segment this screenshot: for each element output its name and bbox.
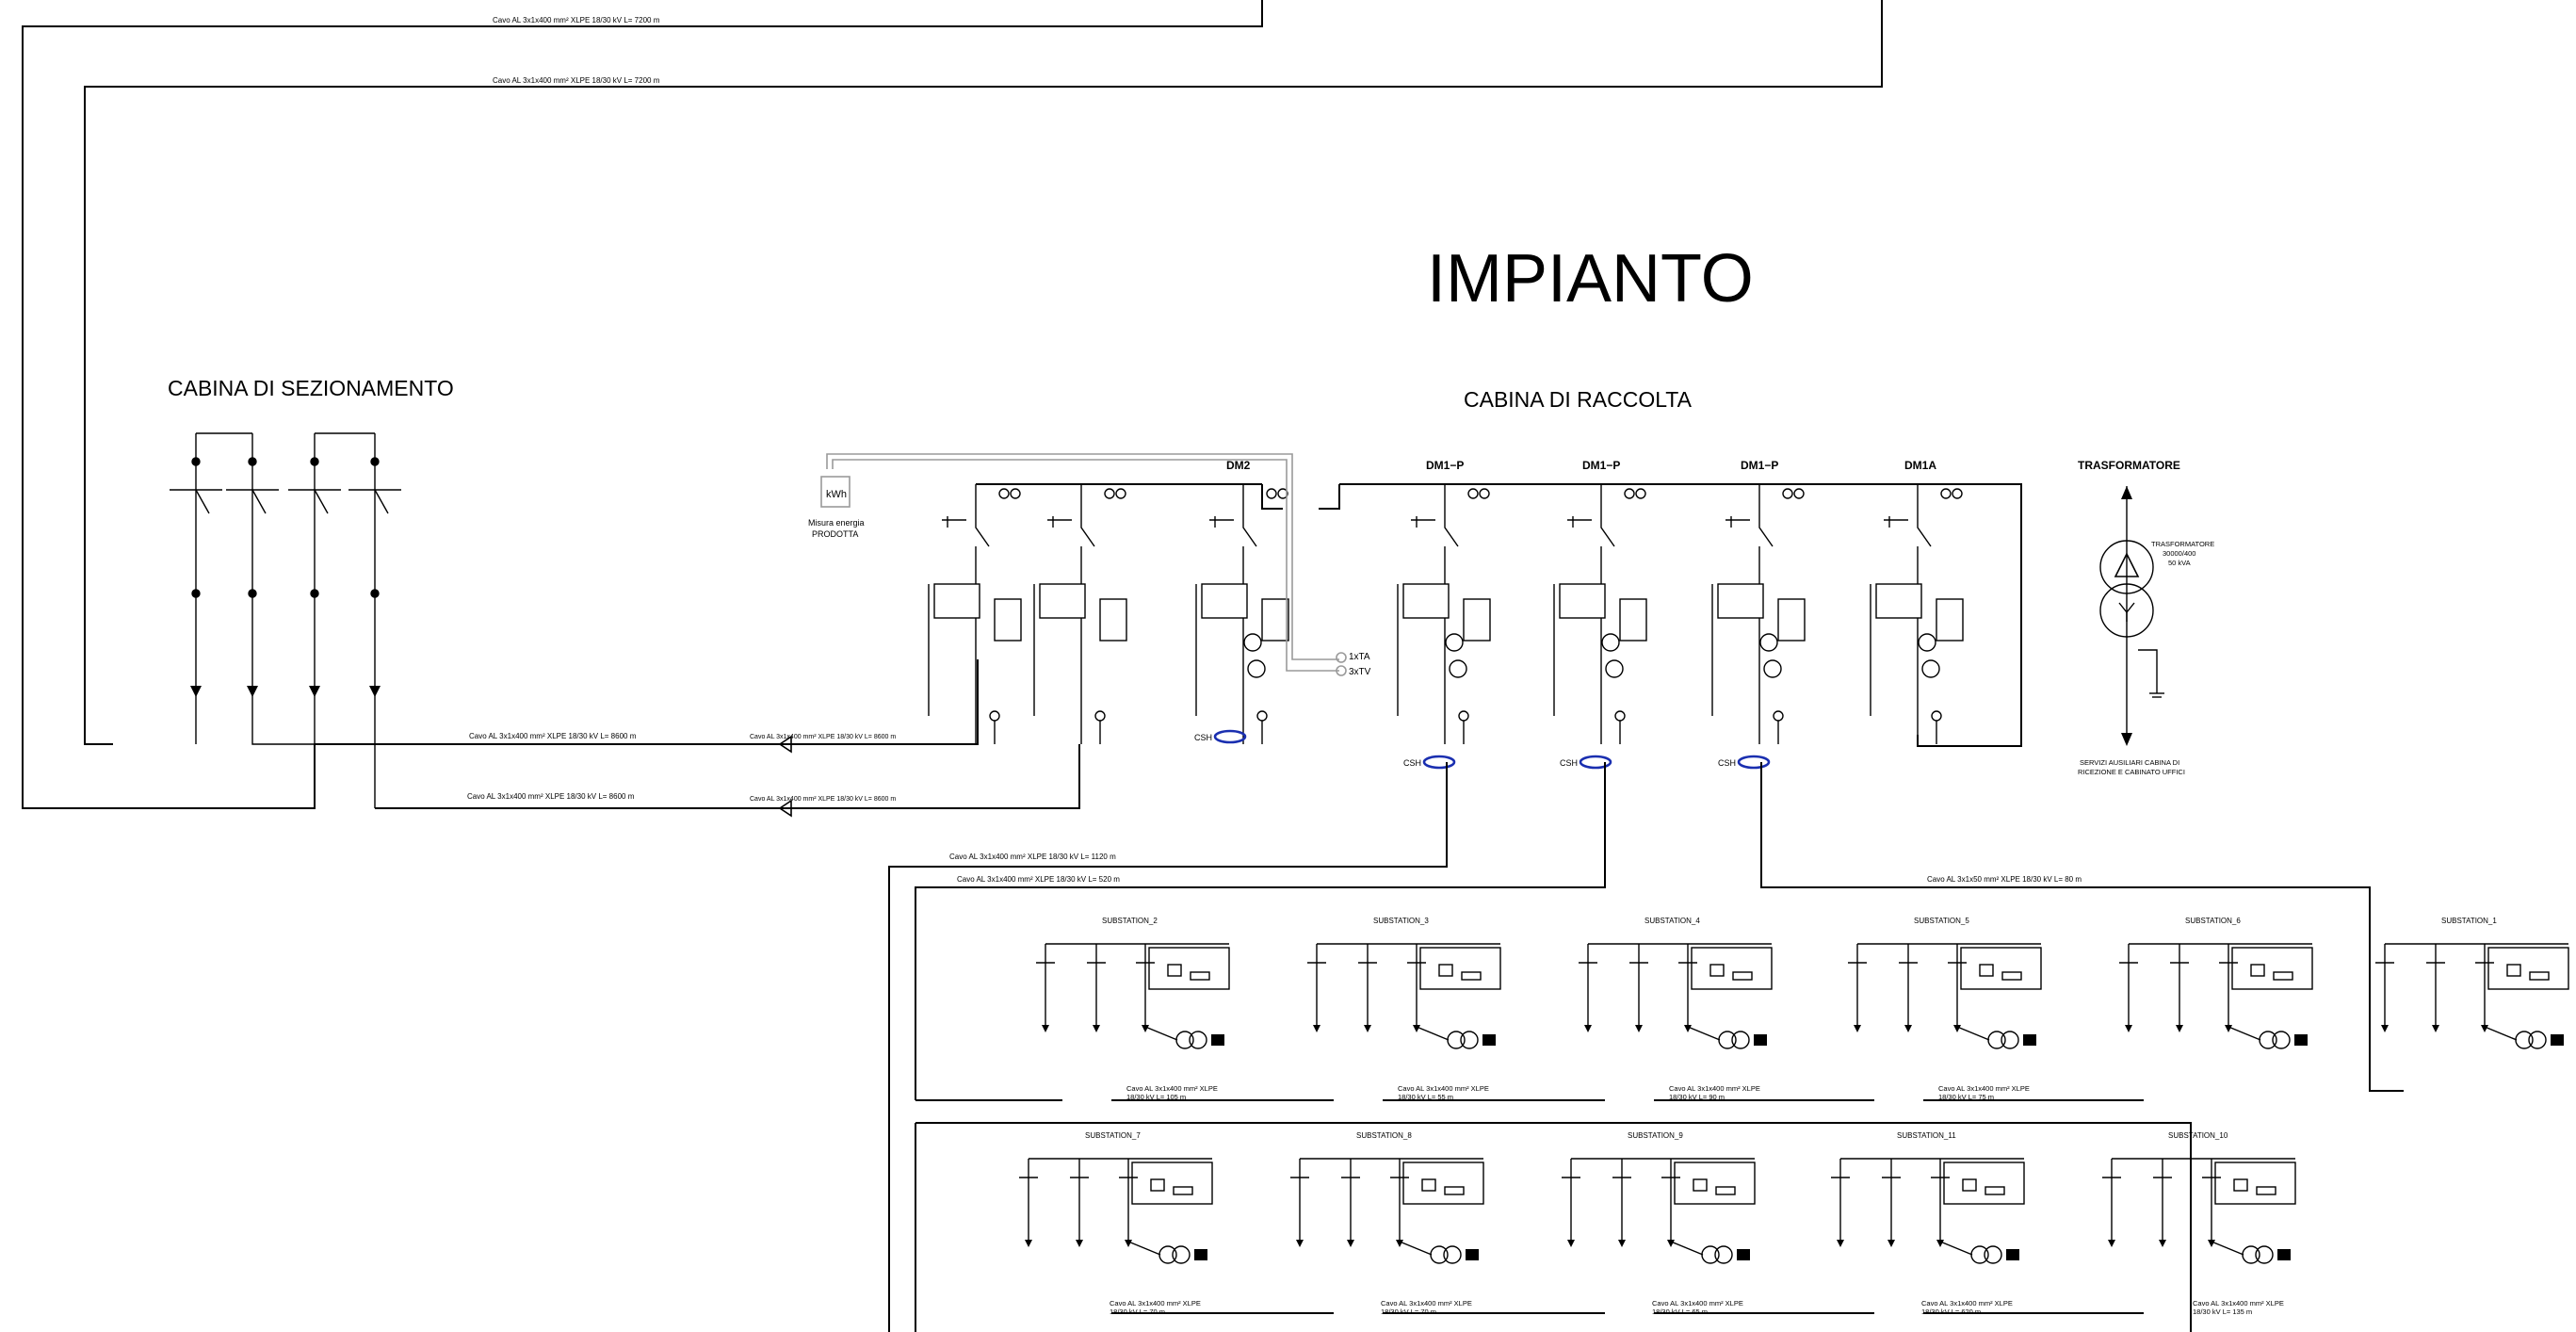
substation-name: SUBSTATION_8 bbox=[1356, 1131, 1412, 1140]
meter-symbol: kWh bbox=[826, 489, 847, 500]
substation-cable-label: 18/30 kV L= 55 m bbox=[1398, 1093, 1453, 1101]
raccolta-bay bbox=[1195, 484, 1289, 744]
meter-line2: PRODOTTA bbox=[812, 529, 858, 539]
substation-name: SUBSTATION_1 bbox=[2441, 917, 2497, 925]
cable-label-sez1: Cavo AL 3x1x400 mm² XLPE 18/30 kV L= 860… bbox=[469, 732, 637, 740]
cable-label-top2: Cavo AL 3x1x400 mm² XLPE 18/30 kV L= 720… bbox=[493, 76, 660, 85]
section-title-raccolta: CABINA DI RACCOLTA bbox=[1464, 387, 1693, 412]
substation-cable-label: Cavo AL 3x1x400 mm² XLPE bbox=[1398, 1084, 1489, 1093]
cable-label-r1: Cavo AL 3x1x400 mm² XLPE 18/30 kV L= 112… bbox=[949, 853, 1116, 861]
cable-label-r2: Cavo AL 3x1x400 mm² XLPE 18/30 kV L= 520… bbox=[957, 875, 1120, 884]
cable-label-top1: Cavo AL 3x1x400 mm² XLPE 18/30 kV L= 720… bbox=[493, 16, 660, 24]
cable-label-sez2b: Cavo AL 3x1x400 mm² XLPE 18/30 kV L= 860… bbox=[750, 796, 896, 803]
bay-label-dm1p-1: DM1−P bbox=[1426, 459, 1464, 472]
substation-cable-label: Cavo AL 3x1x400 mm² XLPE bbox=[1126, 1084, 1218, 1093]
substation-cable-label: 18/30 kV L= 65 m bbox=[1652, 1308, 1708, 1316]
raccolta-bay bbox=[1553, 484, 1647, 744]
substation-name: SUBSTATION_2 bbox=[1102, 917, 1158, 925]
substation-cable-label: Cavo AL 3x1x400 mm² XLPE bbox=[1110, 1299, 1201, 1308]
energy-meter: kWh Misura energia PRODOTTA 1xTA 3xTV bbox=[808, 453, 1371, 677]
substation-cable-label: Cavo AL 3x1x400 mm² XLPE bbox=[1381, 1299, 1472, 1308]
substation-cable-label: Cavo AL 3x1x400 mm² XLPE bbox=[2193, 1299, 2284, 1308]
raccolta-bay bbox=[928, 484, 1022, 744]
substation-name: SUBSTATION_4 bbox=[1644, 917, 1700, 925]
ct-label: 1xTA bbox=[1349, 652, 1370, 662]
diagram-title: IMPIANTO bbox=[1427, 241, 1754, 317]
csh-cores: CSH CSH CSH CSH bbox=[1194, 729, 1771, 770]
substation-name: SUBSTATION_11 bbox=[1897, 1131, 1956, 1140]
substation-name: SUBSTATION_3 bbox=[1373, 917, 1429, 925]
substation-cable-label: 18/30 kV L= 620 m bbox=[1921, 1308, 1981, 1316]
bay-label-dm2: DM2 bbox=[1226, 459, 1251, 472]
substation-cable-label: 18/30 kV L= 105 m bbox=[1126, 1093, 1186, 1101]
substation-cable-label: Cavo AL 3x1x400 mm² XLPE bbox=[1938, 1084, 2030, 1093]
substation-feeders: Cavo AL 3x1x400 mm² XLPE 18/30 kV L= 112… bbox=[888, 762, 2404, 1332]
csh-label-1: CSH bbox=[1194, 733, 1212, 742]
transformer-line1: TRASFORMATORE bbox=[2151, 540, 2214, 548]
substation-cable-label: 18/30 kV L= 75 m bbox=[1938, 1093, 1994, 1101]
section-title-sezionamento: CABINA DI SEZIONAMENTO bbox=[168, 376, 454, 400]
transformer-line2: 30000/400 bbox=[2163, 549, 2195, 558]
sezionamento-switchgear bbox=[170, 432, 401, 808]
meter-line1: Misura energia bbox=[808, 518, 865, 528]
vt-label: 3xTV bbox=[1349, 667, 1371, 677]
substation-name: SUBSTATION_9 bbox=[1628, 1131, 1683, 1140]
aux-services-line1: SERVIZI AUSILIARI CABINA DI bbox=[2080, 758, 2179, 767]
bay-label-dm1p-2: DM1−P bbox=[1582, 459, 1620, 472]
substation-cable-label: Cavo AL 3x1x400 mm² XLPE bbox=[1669, 1084, 1760, 1093]
cable-label-sez1b: Cavo AL 3x1x400 mm² XLPE 18/30 kV L= 860… bbox=[750, 734, 896, 740]
csh-label-3: CSH bbox=[1560, 758, 1578, 768]
bay-label-trasformatore: TRASFORMATORE bbox=[2078, 459, 2180, 472]
transformer-bay: TRASFORMATORE 30000/400 50 kVA SERVIZI A… bbox=[1917, 483, 2214, 776]
substation-name: SUBSTATION_6 bbox=[2185, 917, 2241, 925]
substation-name: SUBSTATION_7 bbox=[1085, 1131, 1141, 1140]
substation: SUBSTATION_1 bbox=[2375, 917, 2569, 1049]
substation-cable-label: 18/30 kV L= 135 m bbox=[2193, 1308, 2252, 1316]
cable-label-r3: Cavo AL 3x1x50 mm² XLPE 18/30 kV L= 80 m bbox=[1927, 875, 2082, 884]
cable-label-sez2: Cavo AL 3x1x400 mm² XLPE 18/30 kV L= 860… bbox=[467, 792, 635, 801]
substation-name: SUBSTATION_5 bbox=[1914, 917, 1969, 925]
csh-label-2: CSH bbox=[1403, 758, 1421, 768]
raccolta-bays bbox=[928, 484, 1964, 744]
substation-cable-label: Cavo AL 3x1x400 mm² XLPE bbox=[1652, 1299, 1743, 1308]
raccolta-bay bbox=[1870, 484, 1964, 744]
link-cables: Cavo AL 3x1x400 mm² XLPE 18/30 kV L= 860… bbox=[315, 659, 1080, 818]
substation-name: SUBSTATION_10 bbox=[2168, 1131, 2228, 1140]
aux-services-line2: RICEZIONE E CABINATO UFFICI bbox=[2078, 768, 2185, 776]
substation-cable-label: 18/30 kV L= 90 m bbox=[1669, 1093, 1725, 1101]
raccolta-bay bbox=[1397, 484, 1491, 744]
substation-cable-label: 18/30 kV L= 70 m bbox=[1110, 1308, 1165, 1316]
top-feeders: Cavo AL 3x1x400 mm² XLPE 18/30 kV L= 720… bbox=[22, 0, 1883, 809]
raccolta-bay bbox=[1711, 484, 1806, 744]
substation-cable-label: 18/30 kV L= 70 m bbox=[1381, 1308, 1436, 1316]
bay-label-dm1a: DM1A bbox=[1904, 459, 1936, 472]
bay-label-dm1p-3: DM1−P bbox=[1741, 459, 1778, 472]
substation: SUBSTATION_6 bbox=[2119, 917, 2313, 1049]
raccolta-bay bbox=[1033, 484, 1127, 744]
csh-label-4: CSH bbox=[1718, 758, 1736, 768]
substation-cable-label: Cavo AL 3x1x400 mm² XLPE bbox=[1921, 1299, 2013, 1308]
transformer-line3: 50 kVA bbox=[2168, 559, 2191, 567]
